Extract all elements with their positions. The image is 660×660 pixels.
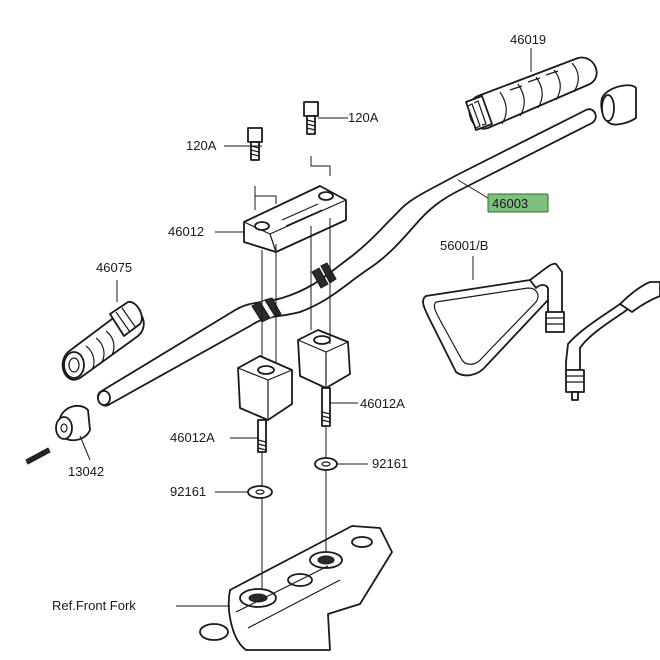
bar-end-bolt	[25, 447, 51, 465]
label-92161-left: 92161	[170, 484, 206, 499]
handlebar	[97, 108, 597, 407]
label-56001b: 56001/B	[440, 238, 488, 253]
label-92161-right: 92161	[372, 456, 408, 471]
bolt-120a-left	[247, 127, 263, 161]
label-46019: 46019	[510, 32, 546, 47]
label-46012: 46012	[168, 224, 204, 239]
label-13042: 13042	[68, 464, 104, 479]
label-46003: 46003	[492, 196, 528, 211]
label-ref-front-fork: Ref.Front Fork	[52, 598, 136, 613]
riser-right	[297, 329, 351, 427]
label-46012a-right: 46012A	[360, 396, 405, 411]
bolt-120a-right	[303, 101, 319, 135]
highlight-46003	[487, 193, 549, 213]
washer-left	[247, 485, 273, 499]
washer-right	[314, 457, 338, 471]
bar-end-weight	[55, 404, 91, 442]
label-120a-right: 120A	[348, 110, 379, 125]
label-46012a-left: 46012A	[170, 430, 215, 445]
label-120a-left: 120A	[186, 138, 217, 153]
upper-clamp	[243, 185, 347, 253]
left-grip	[61, 301, 145, 381]
mirror	[422, 262, 565, 377]
label-46075: 46075	[96, 260, 132, 275]
leader-lines	[79, 48, 532, 607]
riser-left	[237, 355, 293, 453]
triple-clamp	[199, 525, 393, 651]
mirror-right-stem	[565, 281, 660, 401]
right-grip	[465, 56, 637, 131]
